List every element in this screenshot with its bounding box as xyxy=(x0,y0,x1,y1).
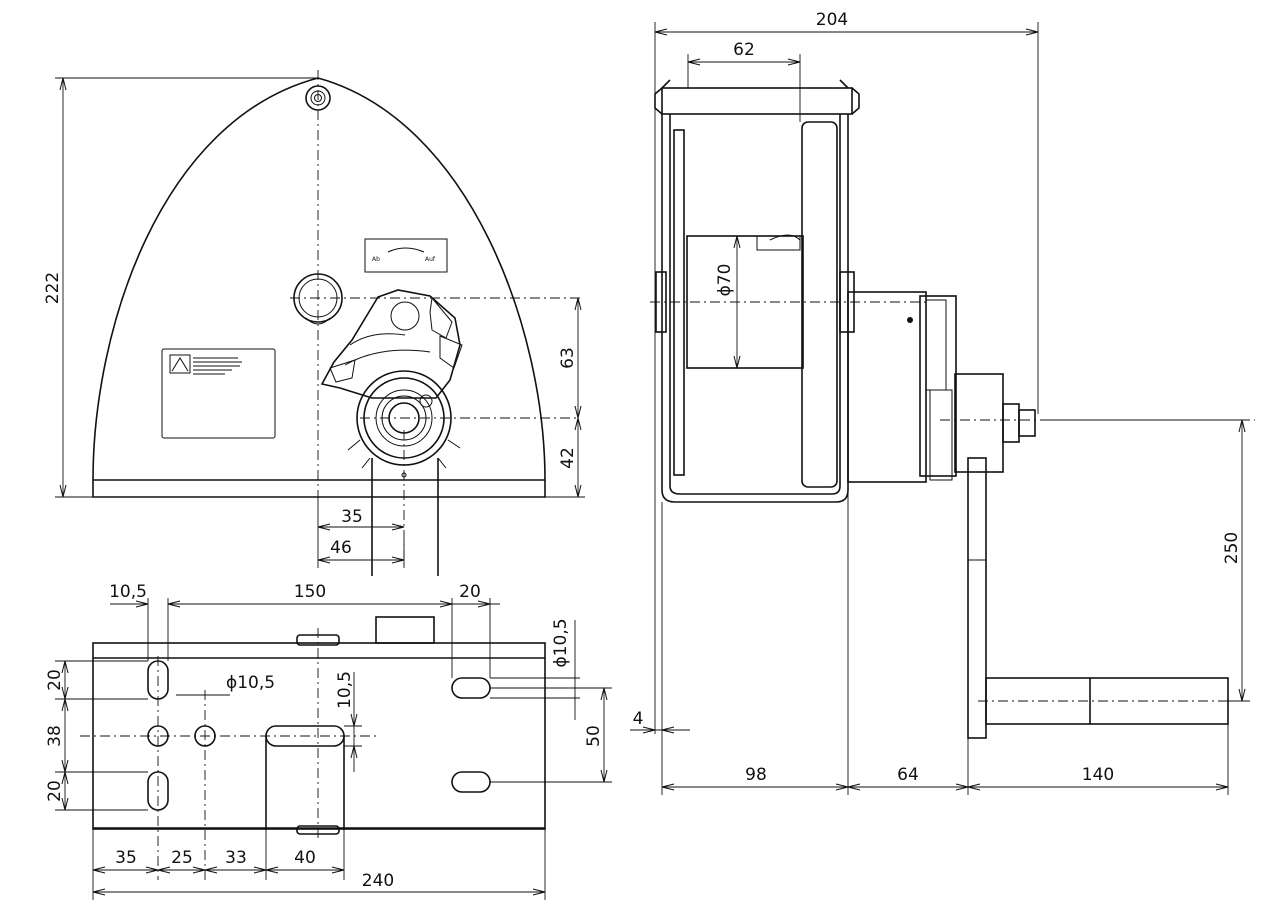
dim-98-label: 98 xyxy=(745,765,767,785)
dim-4-label: 4 xyxy=(633,709,644,729)
dim-side-bottom-row: 98 64 140 xyxy=(661,482,1229,795)
dim-center-10-5: 10,5 xyxy=(335,671,362,772)
shaft-nut xyxy=(1002,403,1020,443)
right-bottom-slot xyxy=(451,771,491,793)
dim-top-row: 10,5 150 20 xyxy=(109,582,500,678)
bottom-nut-projection xyxy=(296,825,340,835)
dim-slot-10-5-label: 10,5 xyxy=(109,582,147,602)
tie-rod xyxy=(661,87,853,115)
ratchet-mechanism xyxy=(320,289,463,399)
drum xyxy=(686,235,804,369)
front-view: Ab Auf xyxy=(43,70,585,576)
dim-250-label: 250 xyxy=(1222,532,1242,564)
type-plate xyxy=(161,348,276,439)
frame-outline xyxy=(661,114,849,503)
right-top-slot xyxy=(451,677,491,699)
dim-slot-20-label: 20 xyxy=(459,582,481,602)
dim-center-10-5-label: 10,5 xyxy=(335,671,355,709)
dim-drum-diameter-label: ϕ70 xyxy=(715,264,735,297)
direction-up-label: Auf xyxy=(425,256,436,263)
dim-222-label: 222 xyxy=(43,272,63,304)
dim-bottom-35-label: 35 xyxy=(115,848,137,868)
dim-right-stack: ϕ10,5 50 xyxy=(490,618,612,783)
dim-42-label: 42 xyxy=(558,447,578,469)
dim-204: 204 xyxy=(654,10,1039,734)
right-flange xyxy=(801,121,838,488)
dim-left-stack: 20 38 20 xyxy=(45,660,148,811)
dim-35-46: 35 46 xyxy=(317,500,405,568)
dim-35-top-label: 35 xyxy=(341,507,363,527)
dim-bottom-row: 35 25 33 40 240 xyxy=(92,829,546,900)
dim-46-label: 46 xyxy=(330,538,352,558)
dim-hole-diameter-left-label: ϕ10,5 xyxy=(226,673,275,693)
left-flange xyxy=(673,129,685,476)
top-bolt-projection xyxy=(296,634,340,646)
dim-204-label: 204 xyxy=(816,10,848,30)
ratchet-stack xyxy=(919,295,957,477)
dim-240-label: 240 xyxy=(362,871,394,891)
dim-4: 4 xyxy=(630,502,690,795)
dim-222: 222 xyxy=(43,77,318,498)
top-bolt xyxy=(305,85,331,111)
direction-down-label: Ab xyxy=(372,256,380,263)
dim-hole-diameter-left: ϕ10,5 xyxy=(176,673,275,696)
dim-63-label: 63 xyxy=(558,347,578,369)
base-plate-outline xyxy=(92,642,546,830)
dim-hole-diameter-right-label: ϕ10,5 xyxy=(551,618,571,667)
dim-63-42: 63 42 xyxy=(545,297,585,498)
housing-outline xyxy=(92,77,546,498)
dim-left-20-bottom-label: 20 xyxy=(45,780,65,802)
dim-bottom-33-label: 33 xyxy=(225,848,247,868)
dim-bottom-25-label: 25 xyxy=(171,848,193,868)
side-view: ϕ70 204 xyxy=(630,10,1255,795)
dim-38-label: 38 xyxy=(45,725,65,747)
dim-62-label: 62 xyxy=(733,40,755,60)
dim-150-label: 150 xyxy=(294,582,326,602)
dim-drum-diameter: ϕ70 xyxy=(715,235,741,369)
dim-250: 250 xyxy=(1040,419,1250,702)
direction-plate: Ab Auf xyxy=(364,238,448,273)
dim-64-label: 64 xyxy=(897,765,919,785)
housing-dot xyxy=(907,317,913,323)
dim-140-label: 140 xyxy=(1082,765,1114,785)
dim-bottom-40-label: 40 xyxy=(294,848,316,868)
gear-box-projection xyxy=(375,616,435,644)
dim-62: 62 xyxy=(687,40,801,122)
dim-50-label: 50 xyxy=(584,725,604,747)
gear-housing xyxy=(847,291,927,483)
crank-arm xyxy=(967,457,987,739)
base-plate-view: 20 38 20 ϕ10,5 10,5 10,5 150 xyxy=(45,582,612,900)
front-crank-arm xyxy=(371,430,439,576)
dim-left-20-top-label: 20 xyxy=(45,669,65,691)
